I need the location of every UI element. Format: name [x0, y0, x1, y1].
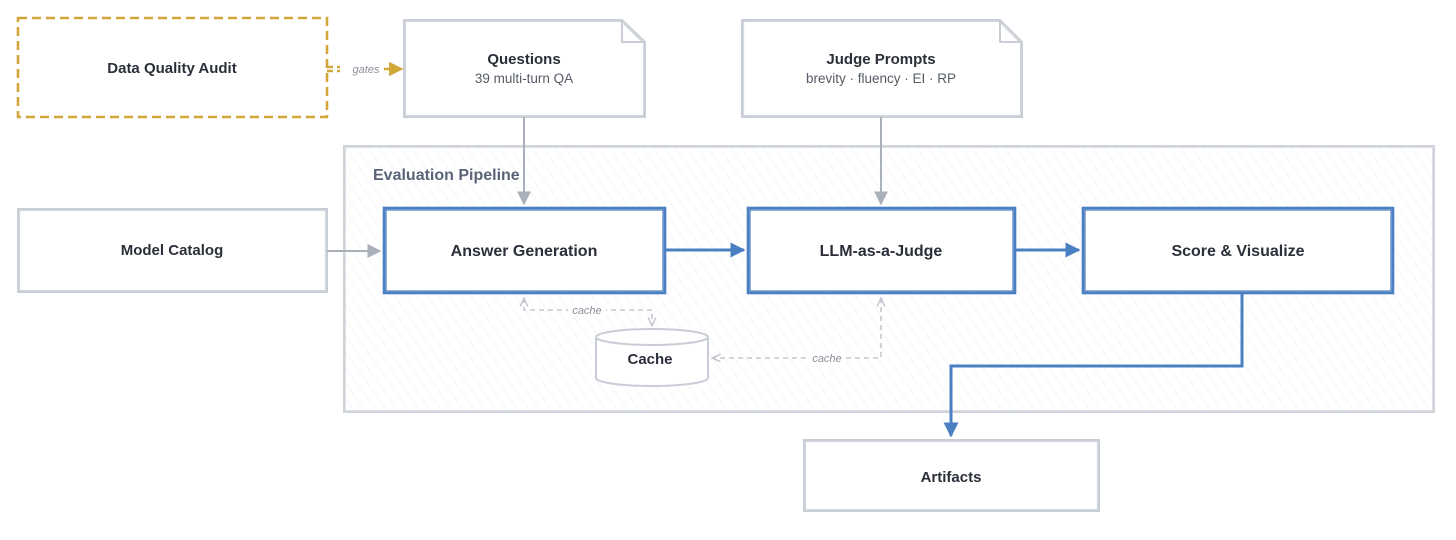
questions-label: Questions — [487, 51, 560, 68]
edge-score-to-artifacts — [943, 293, 1244, 438]
gates-edge-label: gates — [353, 64, 380, 76]
cache-node[interactable]: Cache — [595, 328, 709, 387]
artifacts-label: Artifacts — [921, 469, 982, 486]
artifacts-node[interactable]: Artifacts — [803, 439, 1100, 512]
llm-judge-label: LLM-as-a-Judge — [820, 243, 943, 260]
score-visualize-label: Score & Visualize — [1171, 243, 1304, 260]
questions-node[interactable]: Questions 39 multi-turn QA — [403, 19, 646, 118]
data-quality-audit-label: Data Quality Audit — [107, 60, 236, 77]
judge-prompts-node[interactable]: Judge Prompts brevity · fluency · EI · R… — [741, 19, 1023, 118]
group-title: Evaluation Pipeline — [373, 167, 520, 184]
model-catalog-label: Model Catalog — [121, 242, 224, 259]
edge-gates: gates — [327, 61, 404, 77]
edge-judge-cache: cache — [712, 298, 881, 365]
cache-edge-label-2: cache — [812, 353, 841, 365]
answer-generation-node[interactable]: Answer Generation — [382, 206, 667, 295]
cache-edge-label-1: cache — [572, 305, 601, 317]
llm-judge-node[interactable]: LLM-as-a-Judge — [746, 206, 1017, 295]
model-catalog-node[interactable]: Model Catalog — [17, 208, 328, 293]
answer-generation-label: Answer Generation — [451, 243, 598, 260]
edge-answer-cache: cache — [524, 298, 652, 326]
cache-label: Cache — [627, 351, 672, 368]
judge-prompts-label: Judge Prompts — [826, 51, 935, 68]
score-visualize-node[interactable]: Score & Visualize — [1081, 206, 1395, 295]
questions-subtitle: 39 multi-turn QA — [475, 71, 573, 86]
data-quality-audit-node[interactable]: Data Quality Audit — [16, 16, 329, 119]
judge-prompts-subtitle: brevity · fluency · EI · RP — [806, 71, 956, 86]
